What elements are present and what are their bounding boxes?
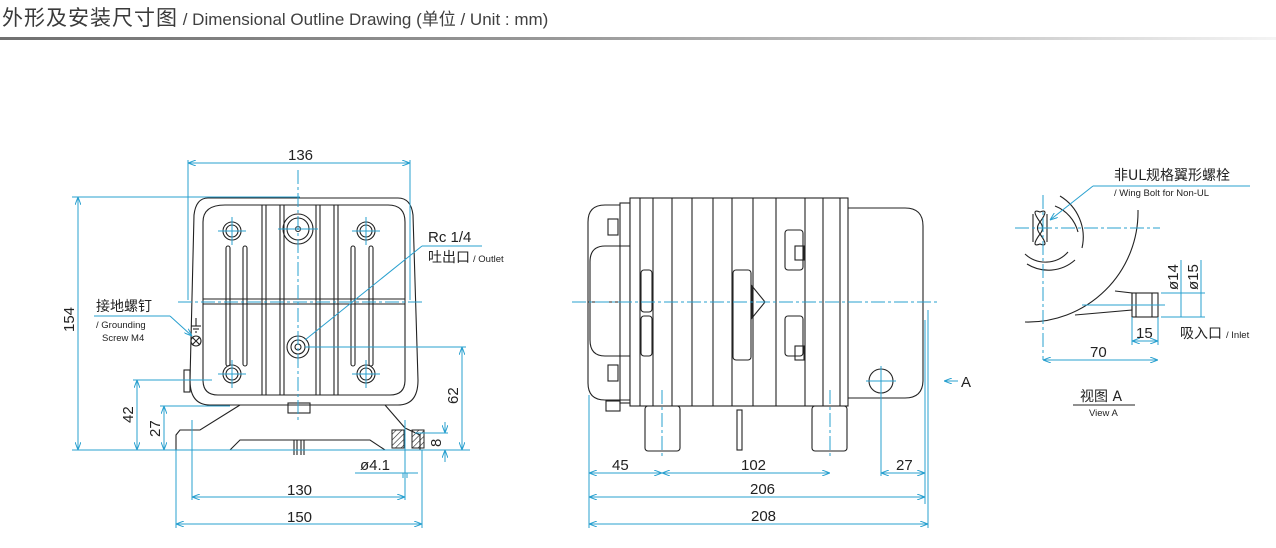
view-a-title-cn: 视图 A xyxy=(1080,389,1122,405)
dim-hole-dia: ø4.1 xyxy=(360,457,390,474)
side-leg-left xyxy=(644,405,681,452)
view-a: ø14 ø15 15 70 非UL规格翼形螺栓 / Wing Bolt for … xyxy=(1015,168,1250,419)
dim-208: 208 xyxy=(751,508,776,525)
bolt-icon xyxy=(605,400,621,412)
bolt-icon xyxy=(794,245,805,261)
dim-45: 45 xyxy=(612,457,629,474)
side-leg-right xyxy=(811,405,848,452)
outlet-thread-label: Rc 1/4 xyxy=(428,229,471,246)
ground-label-en-2: Screw M4 xyxy=(102,333,144,344)
dimension-lines xyxy=(72,160,482,528)
title-english: / Dimensional Outline Drawing (单位 / Unit… xyxy=(178,10,549,29)
drain-nut xyxy=(287,402,311,414)
title-chinese: 外形及安装尺寸图 xyxy=(2,6,178,30)
page-header: 外形及安装尺寸图 / Dimensional Outline Drawing (… xyxy=(2,2,548,32)
dim-42: 42 xyxy=(120,406,137,423)
dim-136: 136 xyxy=(288,147,313,164)
dim-150: 150 xyxy=(287,509,312,526)
wing-bolt-label-cn: 非UL规格翼形螺栓 xyxy=(1114,168,1230,184)
inlet-label-en: / Inlet xyxy=(1226,330,1250,341)
ground-label-cn: 接地螺钉 xyxy=(96,298,152,315)
drain-tube xyxy=(736,409,743,451)
dim-130: 130 xyxy=(287,482,312,499)
dim-62: 62 xyxy=(445,387,462,404)
inlet-label-cn: 吸入口 xyxy=(1180,326,1222,342)
side-view: 45 102 27 206 208 A xyxy=(572,197,971,528)
outlet-label-en: / Outlet xyxy=(473,254,504,265)
bolt-icon xyxy=(607,218,619,236)
dim-27-inlet: 27 xyxy=(896,457,913,474)
wing-bolt-label-en: / Wing Bolt for Non-UL xyxy=(1114,188,1209,199)
dim-dia-15: ø15 xyxy=(1185,264,1202,290)
dim-70: 70 xyxy=(1090,344,1107,361)
front-view: 136 154 42 27 62 8 ø4.1 130 150 Rc 1/4 吐… xyxy=(61,147,504,528)
ground-label-en-1: / Grounding xyxy=(96,320,146,331)
dim-154: 154 xyxy=(61,307,78,332)
bolt-icon xyxy=(607,364,619,382)
dim-15-length: 15 xyxy=(1136,325,1153,342)
wing-bolt-icon xyxy=(1034,210,1046,246)
cooling-fins xyxy=(203,205,405,395)
header-divider xyxy=(0,37,1276,40)
side-motor-cover xyxy=(848,207,924,399)
view-a-title-en: View A xyxy=(1089,408,1119,419)
dim-dia-14: ø14 xyxy=(1165,264,1182,290)
outlet-label-cn: 吐出口 xyxy=(428,250,470,266)
dim-102: 102 xyxy=(741,457,766,474)
dim-27: 27 xyxy=(147,420,164,437)
view-a-arrow-label: A xyxy=(961,374,971,391)
bolt-icon xyxy=(794,345,805,361)
dim-206: 206 xyxy=(750,481,775,498)
dim-8: 8 xyxy=(428,439,445,447)
ground-screw-icon xyxy=(190,318,202,347)
